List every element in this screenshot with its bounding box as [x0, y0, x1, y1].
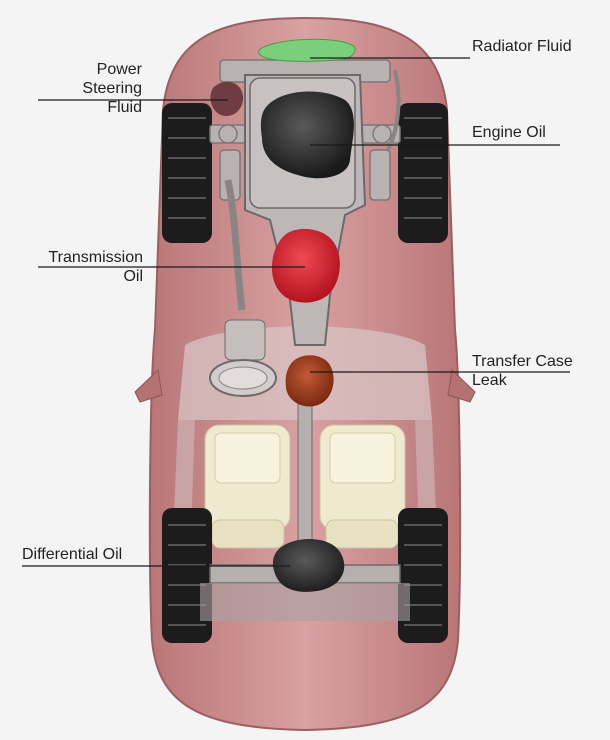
label-differential-oil: Differential Oil: [22, 546, 123, 563]
label-engine-oil: Engine Oil: [472, 124, 546, 141]
tires: [162, 103, 448, 643]
label-radiator-fluid: Radiator Fluid: [472, 38, 572, 55]
front-seats: [204, 424, 406, 549]
front-subframe: [209, 59, 401, 201]
power-steering-fluid-blob: [210, 81, 244, 116]
label-transmission-line1: Transmission: [48, 249, 143, 266]
label-transfer-case-line1: Transfer Case: [472, 353, 573, 370]
label-power-steering-line2: Steering: [82, 80, 142, 97]
label-power-steering-line1: Power: [96, 61, 142, 78]
driveshaft: [297, 384, 313, 546]
exhaust-pipe: [224, 179, 246, 311]
muffler: [209, 319, 277, 397]
engine-oil-blob: [260, 91, 354, 179]
steering-line: [386, 69, 401, 151]
differential-oil-blob: [272, 539, 345, 592]
label-power-steering-line3: Fluid: [107, 99, 142, 116]
label-transmission-line2: Oil: [123, 268, 143, 285]
transfer-case-leak-blob: [285, 355, 334, 407]
label-power-steering-fluid: Power Steering Fluid: [60, 60, 142, 117]
label-transmission-oil: Transmission Oil: [30, 248, 143, 286]
radiator-fluid-blob: [258, 38, 356, 62]
right-mirror: [447, 368, 476, 403]
transmission-oil-blob: [271, 228, 340, 303]
label-transfer-case-line2: Leak: [472, 372, 507, 389]
label-transfer-case-leak: Transfer Case Leak: [472, 352, 573, 390]
left-mirror: [134, 368, 163, 403]
